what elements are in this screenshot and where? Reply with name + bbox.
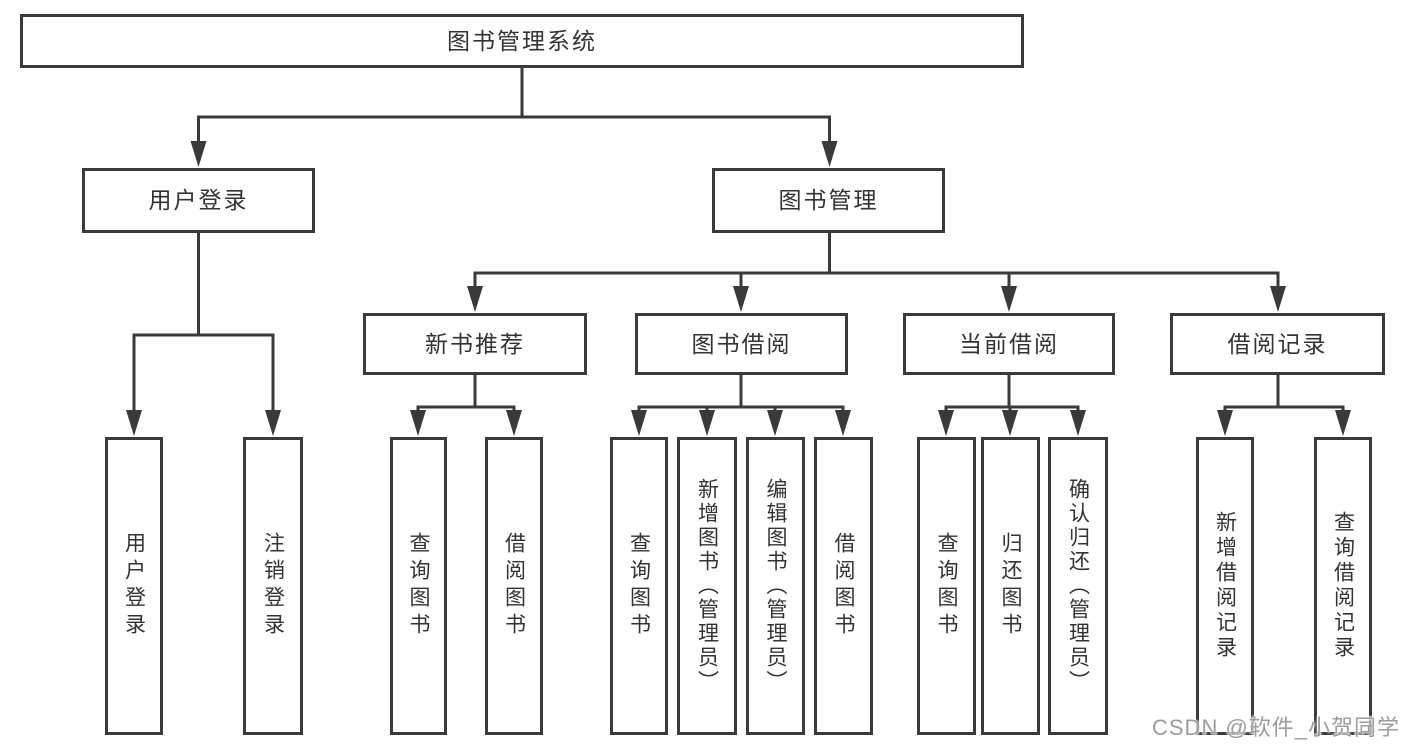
leaf-query-book-current: 查询图书: [917, 437, 976, 735]
leaf-confirm-return-admin: 确认归还（管理员）: [1048, 437, 1108, 735]
node-borrow-record: 借阅记录: [1170, 313, 1385, 375]
leaf-add-book-admin: 新增图书（管理员）: [677, 437, 737, 735]
leaf-logout: 注销登录: [243, 437, 303, 735]
leaf-query-book-recommend: 查询图书: [390, 437, 447, 735]
node-user-login: 用户登录: [82, 168, 315, 233]
leaf-borrow-book-recommend: 借阅图书: [485, 437, 543, 735]
node-new-book-recommend: 新书推荐: [363, 313, 587, 375]
csdn-watermark: CSDN @软件_小贺同学: [1152, 715, 1401, 740]
leaf-borrow-book: 借阅图书: [814, 437, 873, 735]
node-book-management: 图书管理: [712, 168, 945, 233]
node-root: 图书管理系统: [20, 14, 1024, 68]
leaf-query-book-borrow: 查询图书: [610, 437, 668, 735]
leaf-return-book: 归还图书: [981, 437, 1040, 735]
leaf-query-borrow-record: 查询借阅记录: [1314, 437, 1372, 735]
leaf-add-borrow-record: 新增借阅记录: [1196, 437, 1254, 735]
node-current-borrow: 当前借阅: [903, 313, 1115, 375]
node-book-borrow: 图书借阅: [635, 313, 848, 375]
leaf-user-login: 用户登录: [105, 437, 163, 735]
leaf-edit-book-admin: 编辑图书（管理员）: [746, 437, 805, 735]
